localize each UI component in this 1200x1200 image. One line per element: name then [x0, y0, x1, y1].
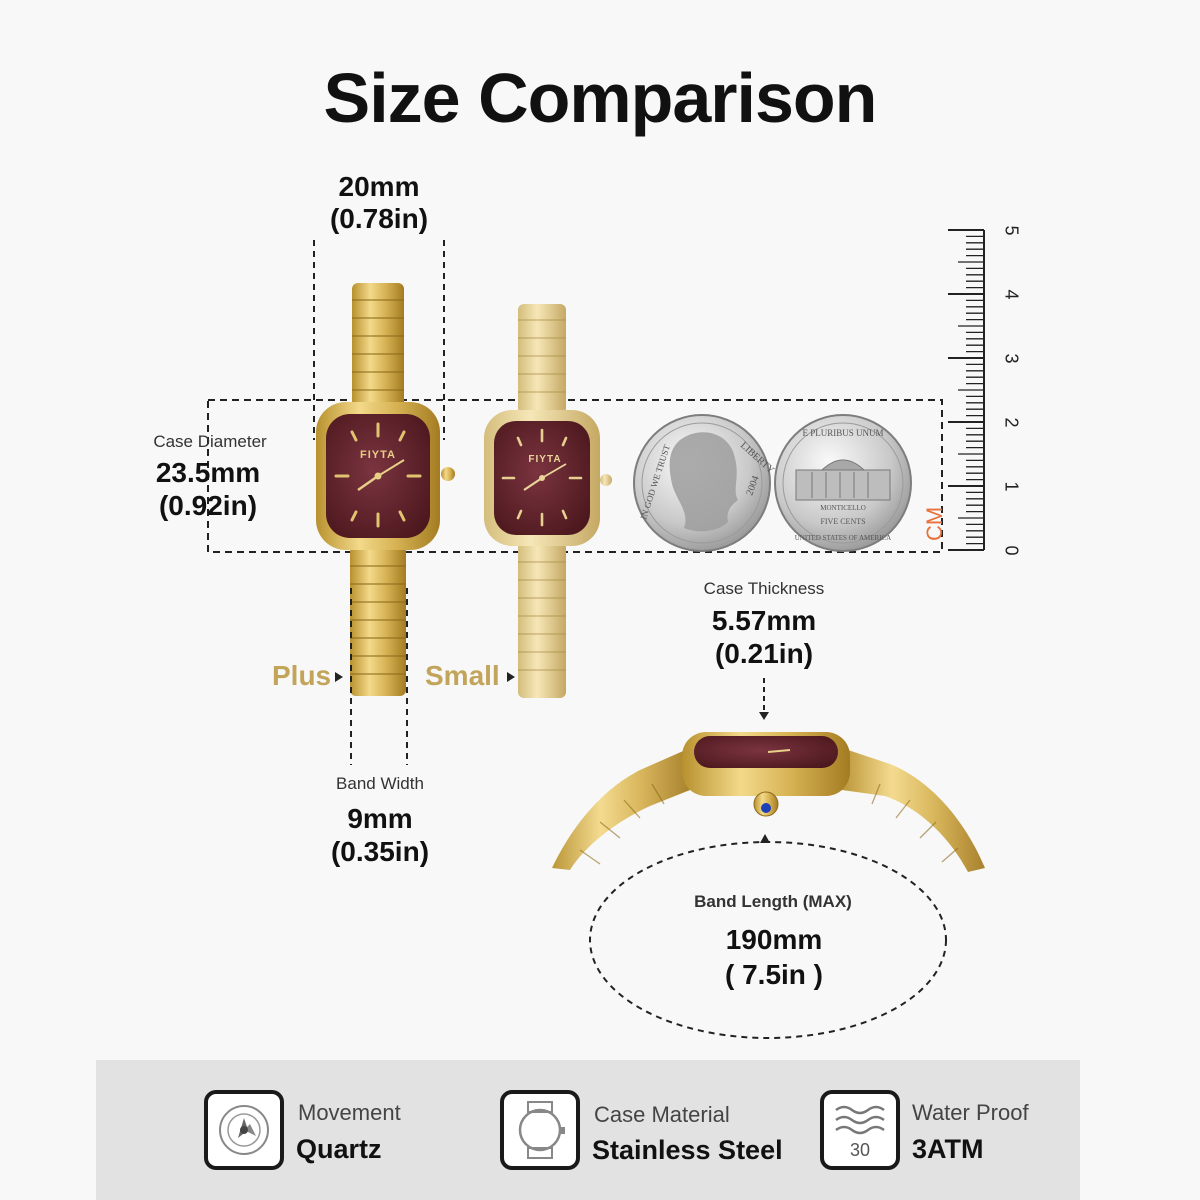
small-watch: FIYTA: [484, 304, 612, 698]
width-mm: 20mm: [338, 171, 420, 202]
side-band-right: [842, 748, 985, 872]
band-length-mm: 190mm: [725, 924, 823, 955]
thickness-label: Case Thickness: [703, 579, 825, 598]
small-variant-label: Small: [425, 660, 500, 691]
ruler-tick-label: 4: [1001, 289, 1022, 300]
water-icon-text: 30: [850, 1140, 870, 1160]
ruler-tick-label: 0: [1001, 545, 1022, 556]
water-proof-value: 3ATM: [912, 1134, 984, 1164]
band-width-in: (0.35in): [330, 836, 430, 867]
small-pointer-icon: [507, 672, 515, 682]
diameter-mm: 23.5mm: [155, 457, 261, 488]
quarter-profile: [669, 432, 738, 532]
small-crown: [600, 474, 612, 486]
plus-pointer-icon: [335, 672, 343, 682]
cm-ruler: [948, 229, 985, 551]
nickel-building: [795, 469, 891, 501]
thickness-in: (0.21in): [714, 638, 814, 669]
case-material-title: Case Material: [594, 1102, 730, 1127]
ruler-tick-label: 3: [1001, 353, 1022, 364]
side-dial: [694, 736, 838, 768]
thickness-mm: 5.57mm: [711, 605, 817, 636]
plus-brand-text: FIYTA: [360, 449, 396, 461]
case-icon: [500, 1090, 580, 1170]
plus-watch: FIYTA: [316, 283, 455, 696]
movement-icon: [204, 1090, 284, 1170]
page-title: Size Comparison: [323, 59, 878, 137]
plus-crown: [441, 467, 455, 481]
side-band-left: [552, 748, 690, 870]
plus-variant-label: Plus: [272, 660, 332, 691]
band-width-label: Band Width: [336, 774, 424, 793]
diameter-guide-box: [207, 399, 943, 553]
ruler-unit-label: CM: [922, 507, 947, 541]
ruler-tick-label: 2: [1001, 417, 1022, 428]
plus-upper-band: [352, 283, 404, 411]
band-length-arrow-icon: [760, 834, 770, 843]
band-length-in: ( 7.5in ): [724, 959, 823, 990]
small-lower-band: [518, 542, 566, 698]
diameter-in: (0.92in): [158, 490, 258, 521]
movement-value: Quartz: [296, 1134, 382, 1164]
nickel-coin: E PLURIBUS UNUM MONTICELLO FIVE CENTS UN…: [774, 414, 912, 552]
small-brand-text: FIYTA: [528, 454, 561, 465]
nickel-country-text: UNITED STATES OF AMERICA: [795, 534, 891, 542]
width-in: (0.78in): [329, 203, 429, 234]
nickel-motto-text: E PLURIBUS UNUM: [802, 428, 883, 438]
features-bar: Movement Quartz Case Material Stainless …: [96, 1060, 1080, 1200]
nickel-value-text: FIVE CENTS: [820, 517, 865, 526]
side-view-watch: [552, 732, 985, 872]
band-width-mm: 9mm: [347, 803, 413, 834]
ruler-tick-label: 1: [1001, 481, 1022, 492]
small-upper-band: [518, 304, 566, 414]
movement-title: Movement: [298, 1100, 401, 1125]
ruler-tick-label: 5: [1001, 225, 1022, 236]
water-icon: 30: [820, 1090, 900, 1170]
thickness-arrow-icon: [759, 712, 769, 720]
band-length-guide: [589, 841, 947, 1039]
blue-cabochon-icon: [761, 803, 771, 813]
water-proof-title: Water Proof: [912, 1100, 1029, 1125]
quarter-coin: LIBERTY IN GOD WE TRUST 2004: [633, 414, 776, 552]
case-material-value: Stainless Steel: [592, 1135, 783, 1165]
nickel-monticello-text: MONTICELLO: [820, 504, 866, 512]
band-length-label: Band Length (MAX): [694, 892, 852, 911]
diameter-label: Case Diameter: [153, 432, 267, 451]
